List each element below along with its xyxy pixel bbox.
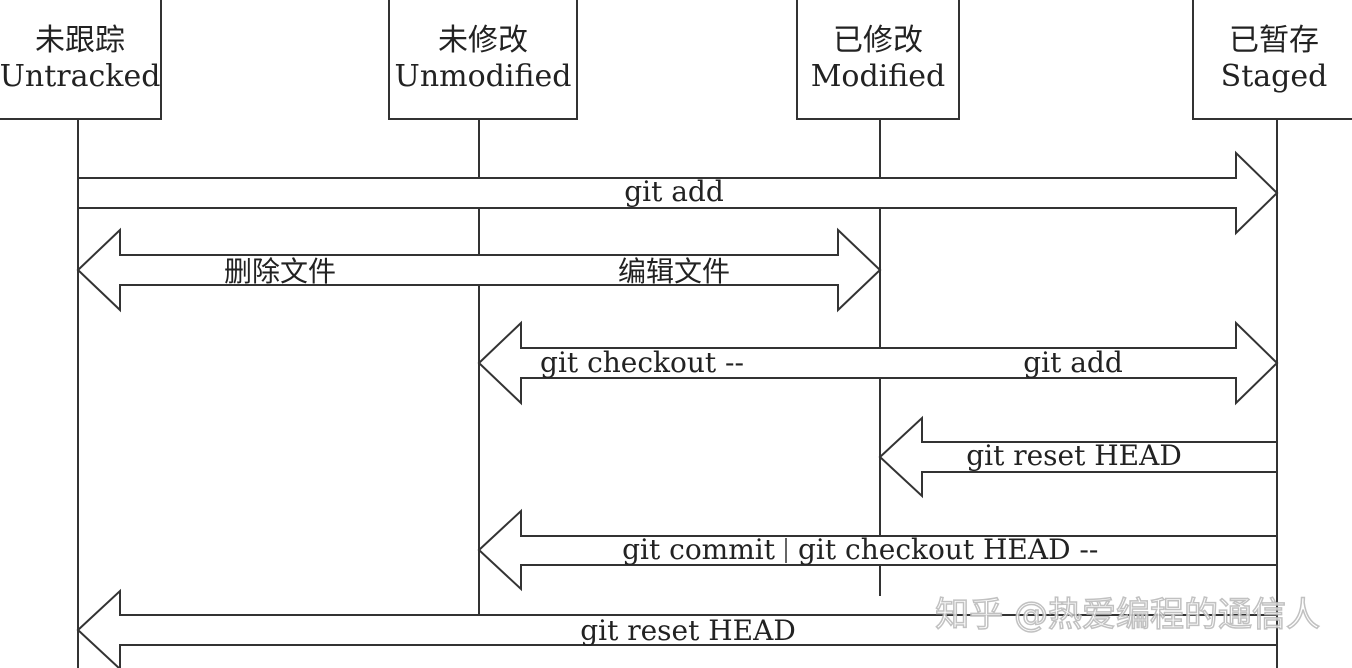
- arrow-edit-delete-bidirectional: [76, 227, 882, 313]
- label-git-reset-head-modified: git reset HEAD: [966, 439, 1182, 472]
- label-git-add-top: git add: [624, 175, 724, 208]
- state-label-zh: 未跟踪: [35, 23, 125, 58]
- state-box-unmodified: 未修改 Unmodified: [388, 0, 578, 120]
- arrow-commit-staged-to-unmodified: [477, 508, 1278, 592]
- state-label-en: Unmodified: [394, 59, 572, 94]
- watermark-text: 知乎 @热爱编程的通信人: [935, 595, 1320, 635]
- arrow-reset-head-staged-to-untracked: [76, 588, 1278, 668]
- label-git-commit: git commit: [622, 533, 776, 566]
- state-box-modified: 已修改 Modified: [796, 0, 960, 120]
- arrow-checkout-add-bidirectional: [477, 320, 1279, 406]
- label-edit-file: 编辑文件: [618, 255, 730, 288]
- state-box-staged: 已暂存 Staged: [1192, 0, 1352, 120]
- state-label-en: Untracked: [0, 59, 161, 94]
- state-box-untracked: 未跟踪 Untracked: [0, 0, 162, 120]
- label-git-checkout-head: git checkout HEAD --: [798, 533, 1098, 566]
- state-label-zh: 已修改: [833, 23, 923, 58]
- state-label-en: Staged: [1220, 59, 1328, 94]
- label-git-checkout: git checkout --: [540, 346, 744, 379]
- label-git-add-mid: git add: [1023, 346, 1123, 379]
- arrow-git-add-untracked-to-staged: [77, 150, 1279, 236]
- label-git-reset-head-untracked: git reset HEAD: [580, 614, 796, 647]
- state-label-zh: 未修改: [438, 23, 528, 58]
- state-label-zh: 已暂存: [1229, 23, 1319, 58]
- arrow-reset-head-staged-to-modified: [878, 415, 1278, 499]
- label-delete-file: 删除文件: [224, 255, 336, 288]
- state-label-en: Modified: [810, 59, 946, 94]
